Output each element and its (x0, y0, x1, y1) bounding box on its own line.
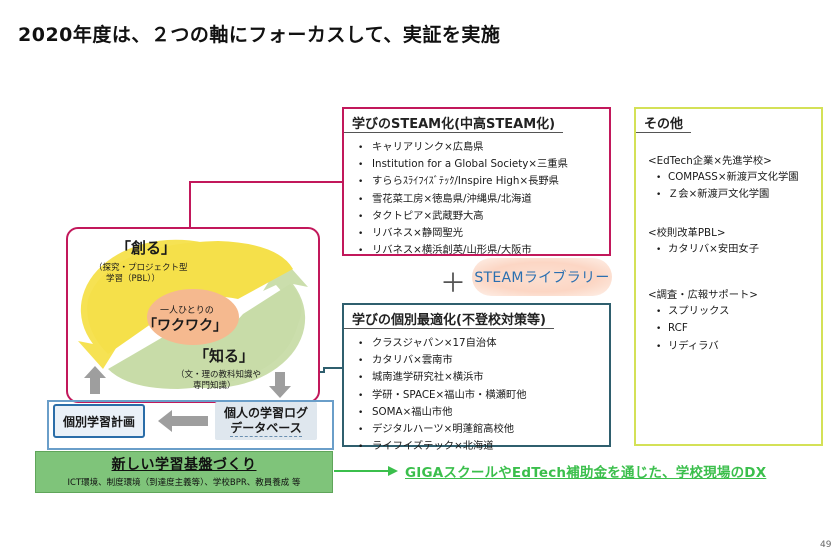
learning-data-frame (47, 400, 334, 450)
section-heading: <校則改革PBL> (648, 227, 726, 239)
steam-library-label: STEAMライブラリー (474, 270, 610, 286)
list-item: リバネス×横浜創英/山形県/大阪市 (358, 242, 609, 259)
list-item: Ｚ会×新渡戸文化学園 (656, 186, 799, 203)
up-arrow-icon (84, 366, 106, 394)
steam-box-title: 学びのSTEAM化(中高STEAM化) (344, 109, 564, 133)
know-sub-2: 専門知識） (193, 381, 236, 391)
list-item: すららｽﾗｲﾌｲｽﾞﾃｯｸ/Inspire High×長野県 (358, 173, 609, 190)
list-item: ライフイズテック×北海道 (358, 438, 609, 455)
connector-steam (189, 181, 342, 227)
down-arrow-icon (269, 372, 291, 398)
left-arrow-icon (158, 410, 208, 432)
foundation-title: 新しい学習基盤づくり (111, 457, 257, 473)
know-label: 「知る」 (194, 347, 255, 365)
foundation-box: 新しい学習基盤づくり ICT環境、制度環境（到達度主義等）、学校BPR、教員養成… (35, 451, 333, 493)
individual-box-title: 学びの個別最適化(不登校対策等) (344, 305, 554, 329)
center-sub-label: 一人ひとりの (160, 306, 214, 316)
other-section-research: <調査・広報サポート> スプリックス RCF リディラバ (648, 287, 758, 355)
list-item: 学研・SPACE×福山市・横瀬町他 (358, 387, 609, 404)
giga-text: GIGAスクールやEdTech補助金を通じた、学校現場のDX (405, 465, 767, 481)
center-ellipse (147, 289, 239, 345)
db-label-line-2: データベース (230, 420, 302, 437)
list-item: クラスジャパン×17自治体 (358, 335, 609, 352)
section-heading: <EdTech企業×先進学校> (648, 155, 772, 167)
list-item: SOMA×福山市他 (358, 404, 609, 421)
create-sub-2: 学習（PBL）） (106, 274, 160, 284)
learning-log-db-box: 個人の学習ログ データベース (215, 402, 317, 440)
list-item: RCF (656, 320, 758, 337)
other-box-title: その他 (636, 109, 692, 133)
individual-plan-label: 個別学習計画 (62, 414, 135, 429)
list-item: リディラバ (656, 338, 758, 355)
other-section-edtech: <EdTech企業×先進学校> COMPASS×新渡戸文化学園 Ｚ会×新渡戸文化… (648, 153, 799, 204)
center-main-label: 「ワクワク」 (143, 318, 227, 334)
individual-plan-box: 個別学習計画 (53, 404, 145, 438)
other-box: その他 <EdTech企業×先進学校> COMPASS×新渡戸文化学園 Ｚ会×新… (634, 107, 823, 446)
create-sub-1: （探究・プロジェクト型 (94, 263, 188, 273)
list-item: カタリバ×安田女子 (656, 241, 759, 258)
list-item: カタリバ×雲南市 (358, 352, 609, 369)
plus-sign: ＋ (440, 269, 467, 299)
giga-arrow-head (388, 466, 398, 476)
list-item: リバネス×静岡聖光 (358, 225, 609, 242)
list-item: 雪花菜工房×徳島県/沖縄県/北海道 (358, 191, 609, 208)
other-section-rules: <校則改革PBL> カタリバ×安田女子 (648, 225, 759, 258)
individual-box: 学びの個別最適化(不登校対策等) クラスジャパン×17自治体 カタリバ×雲南市 … (342, 303, 611, 452)
steam-box: 学びのSTEAM化(中高STEAM化) キャリアリンク×広島県 Institut… (342, 107, 611, 256)
learning-cycle-box: 「創る」 （探究・プロジェクト型 学習（PBL）） 一人ひとりの 「ワクワク」 … (66, 227, 320, 403)
steam-library-badge: STEAMライブラリー (472, 258, 612, 296)
know-sub-1: （文・理の教科知識や (176, 370, 262, 380)
list-item: スプリックス (656, 303, 758, 320)
page-number: 49 (820, 540, 832, 550)
cycle-graphic (78, 239, 308, 389)
section-heading: <調査・広報サポート> (648, 289, 758, 301)
foundation-subtitle: ICT環境、制度環境（到達度主義等）、学校BPR、教員養成 等 (67, 478, 301, 488)
create-label: 「創る」 (116, 239, 177, 257)
individual-list: クラスジャパン×17自治体 カタリバ×雲南市 城南進学研究社×横浜市 学研・SP… (344, 335, 609, 455)
list-item: キャリアリンク×広島県 (358, 139, 609, 156)
list-item: COMPASS×新渡戸文化学園 (656, 169, 799, 186)
page-title: 2020年度は、２つの軸にフォーカスして、実証を実施 (18, 24, 501, 46)
list-item: 城南進学研究社×横浜市 (358, 369, 609, 386)
list-item: Institution for a Global Society×三重県 (358, 156, 609, 173)
list-item: デジタルハーツ×明蓬館高校他 (358, 421, 609, 438)
connector-individual (316, 367, 342, 373)
list-item: タクトピア×武蔵野大高 (358, 208, 609, 225)
db-label-line-1: 個人の学習ログ (223, 405, 308, 420)
steam-list: キャリアリンク×広島県 Institution for a Global Soc… (344, 139, 609, 259)
